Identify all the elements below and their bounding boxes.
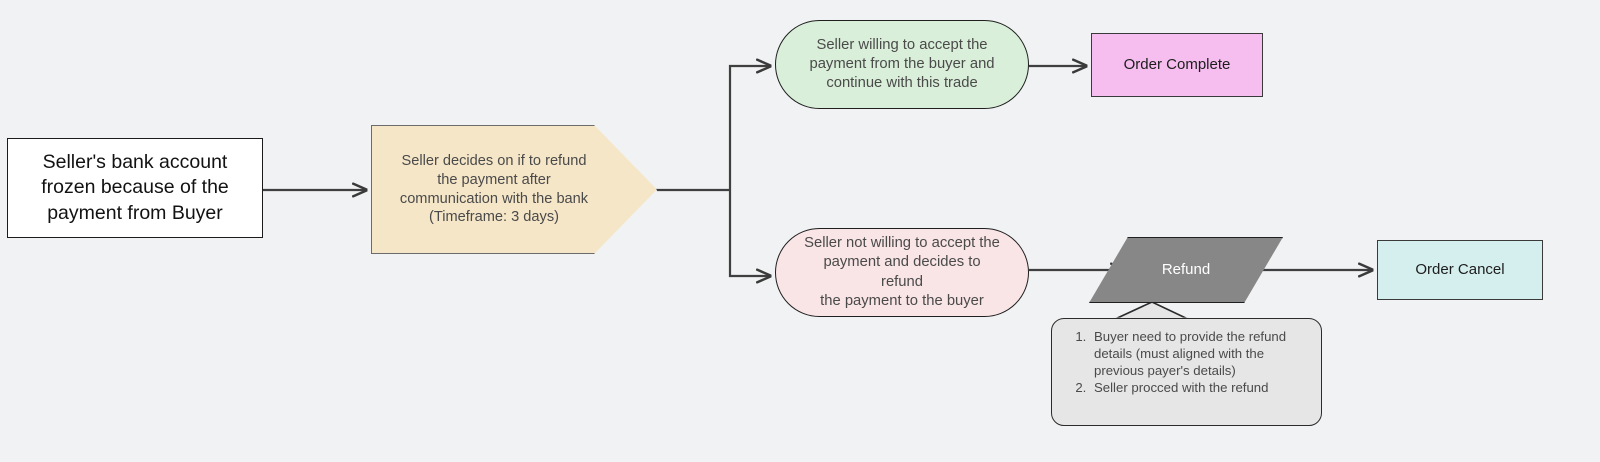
node-refund[interactable]: Refund bbox=[1089, 237, 1283, 303]
node-seller-willing-accept[interactable]: Seller willing to accept the payment fro… bbox=[775, 20, 1029, 109]
node-order-cancel[interactable]: Order Cancel bbox=[1377, 240, 1543, 300]
edge-decision-to-accept bbox=[728, 66, 770, 190]
pentagon-shape bbox=[371, 125, 657, 254]
refund-note-item-1: Buyer need to provide the refund details… bbox=[1090, 328, 1309, 379]
node-order-cancel-label: Order Cancel bbox=[1415, 261, 1505, 279]
refund-note-item-2: Seller procced with the refund bbox=[1090, 379, 1309, 396]
node-seller-not-willing-accept[interactable]: Seller not willing to accept the payment… bbox=[775, 228, 1029, 317]
node-seller-decides-refund[interactable]: Seller decides on if to refund the payme… bbox=[371, 125, 657, 254]
node-refund-label: Refund bbox=[1161, 261, 1211, 279]
edge-decision-to-refuse bbox=[728, 190, 770, 276]
node-start-label: Seller's bank account frozen because of … bbox=[41, 150, 229, 224]
node-order-complete[interactable]: Order Complete bbox=[1091, 33, 1263, 97]
node-decision-label: Seller decides on if to refund the payme… bbox=[399, 152, 589, 226]
refund-note-callout: Buyer need to provide the refund details… bbox=[1051, 318, 1322, 426]
node-seller-bank-account-frozen[interactable]: Seller's bank account frozen because of … bbox=[7, 138, 263, 238]
node-order-complete-label: Order Complete bbox=[1123, 56, 1231, 74]
node-accept-label: Seller willing to accept the payment fro… bbox=[809, 36, 995, 92]
node-refuse-label: Seller not willing to accept the payment… bbox=[804, 235, 1000, 309]
parallelogram-shape bbox=[1089, 237, 1283, 303]
refund-note-list: Buyer need to provide the refund details… bbox=[1066, 328, 1309, 397]
